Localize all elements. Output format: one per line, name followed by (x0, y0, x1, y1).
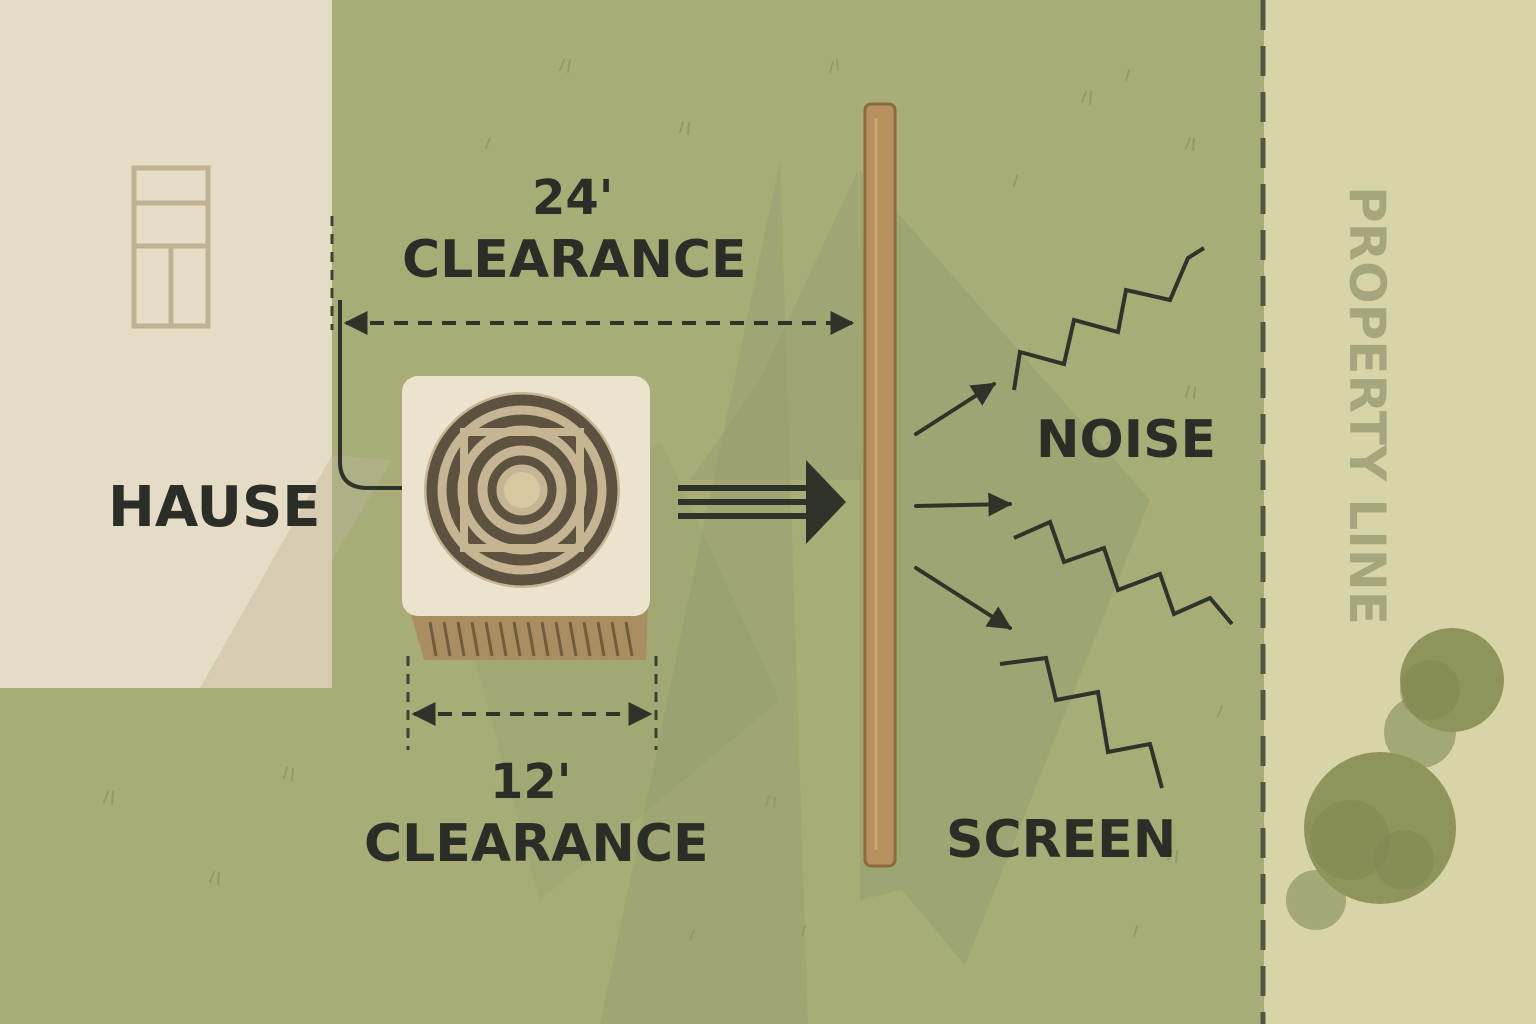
screen-label: SCREEN (946, 810, 1177, 870)
ac-unit (402, 376, 650, 660)
property-line-label: PROPERTY LINE (1338, 186, 1396, 625)
top-clearance-word: CLEARANCE (402, 230, 747, 290)
bottom-clearance-word: CLEARANCE (364, 814, 709, 874)
grass-tufts (103, 58, 1223, 941)
noise-label: NOISE (1036, 410, 1217, 470)
deflection-arrows (914, 382, 1013, 630)
house-label: HAUSE (108, 475, 321, 540)
house-window (131, 165, 211, 329)
house-shadow-corner (200, 455, 332, 688)
bottom-clearance-value: 12' (490, 754, 572, 810)
unit-shadow (470, 440, 780, 900)
screen-shadow-right (860, 170, 1150, 965)
screen-shadow-left (600, 160, 808, 1024)
screen-post (863, 102, 897, 868)
noise-waves (999, 246, 1234, 789)
top-clearance-value: 24' (532, 170, 614, 226)
airflow-arrow (678, 460, 846, 544)
bushes (1286, 628, 1504, 930)
refrigerant-line (338, 300, 404, 490)
